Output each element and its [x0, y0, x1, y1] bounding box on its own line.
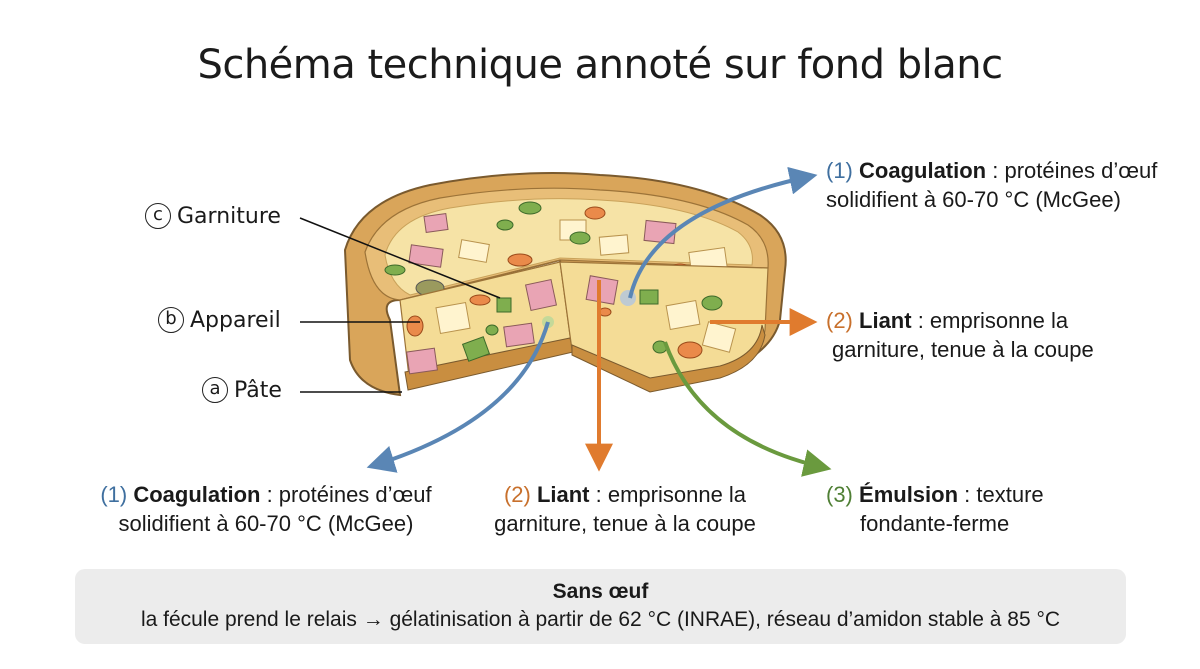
cut-face-right: [559, 261, 769, 393]
note-liant-right: (2) Liant : emprisonne la garniture, ten…: [826, 308, 1094, 362]
leader-garniture: [299, 217, 501, 299]
letter-circle-b: b: [158, 307, 184, 333]
note-liant-bottom: (2) Liant : emprisonne la garniture, ten…: [494, 482, 756, 536]
label-appareil: b Appareil: [158, 307, 281, 333]
footer-title: Sans œuf: [552, 580, 649, 603]
note-coagulation-bottom: (1) Coagulation : protéines d’œuf solidi…: [100, 482, 432, 536]
letter-circle-c: c: [145, 203, 171, 229]
label-garniture: c Garniture: [145, 203, 281, 229]
label-appareil-text: Appareil: [190, 307, 281, 333]
label-pate-text: Pâte: [234, 377, 282, 403]
diagram-title: Schéma technique annoté sur fond blanc: [197, 42, 1003, 88]
note-emulsion: (3) Émulsion : texture fondante-ferme: [826, 482, 1044, 536]
arrow-coagulation-bottom: [366, 321, 550, 473]
footer-note-box: Sans œuf la fécule prend le relais → gél…: [75, 569, 1126, 644]
note-coagulation-top: (1) Coagulation : protéines d’œuf solidi…: [826, 158, 1158, 212]
label-garniture-text: Garniture: [177, 203, 281, 229]
label-pate: a Pâte: [202, 377, 282, 403]
arrow-coagulation-top: [628, 166, 818, 299]
letter-circle-a: a: [202, 377, 228, 403]
footer-text: la fécule prend le relais → gélatinisati…: [140, 608, 1061, 631]
filling-top: [384, 198, 753, 297]
arrow-emulsion: [663, 341, 832, 477]
